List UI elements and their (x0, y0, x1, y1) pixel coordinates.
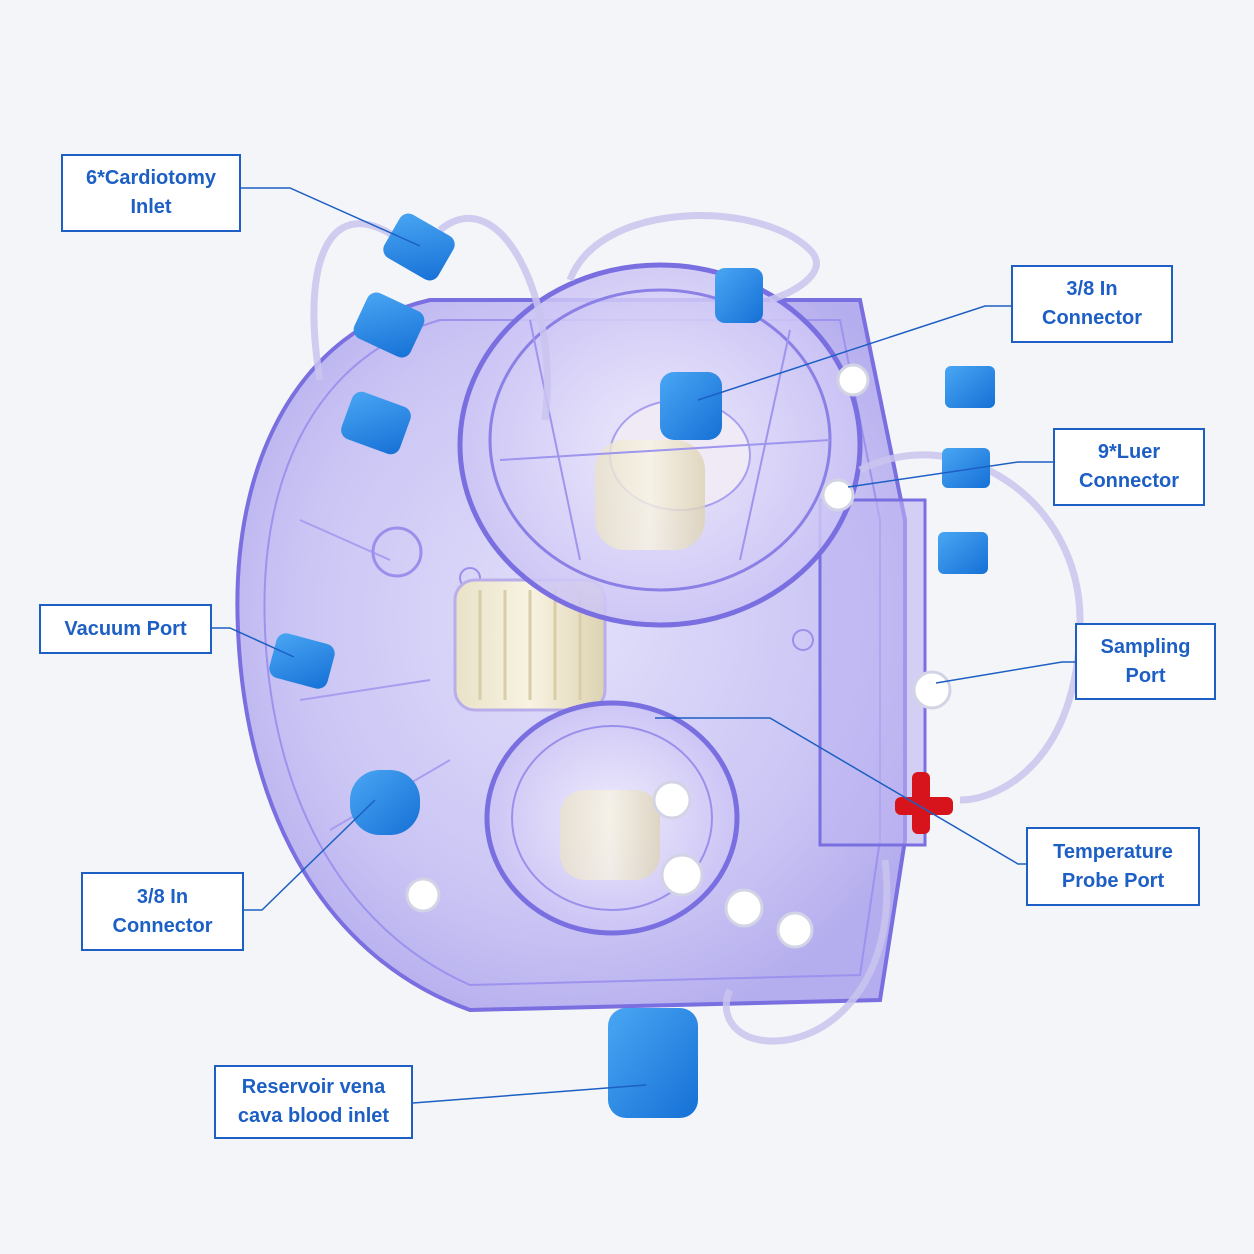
left-connector-cap (350, 770, 420, 835)
label-connector-left-line-1: 3/8 In (136, 885, 189, 908)
label-luer-connector: 9*Luer Connector (1053, 428, 1205, 506)
leader-cardiotomy (240, 187, 421, 247)
cardiotomy-chamber (457, 262, 863, 628)
label-temperature-line-2: Probe Port (1061, 869, 1165, 892)
vacuum-cap (269, 633, 335, 689)
luer-cap-2 (942, 448, 990, 488)
leader-connector-top (697, 305, 1012, 401)
leader-sampling (935, 661, 1076, 684)
red-stopcock (895, 772, 953, 834)
label-temperature-probe-port: Temperature Probe Port (1026, 827, 1200, 906)
label-vacuum-line-1: Vacuum Port (64, 617, 187, 640)
leader-lines (211, 187, 1076, 1104)
label-connector-top: 3/8 In Connector (1011, 265, 1173, 343)
leader-luer (847, 461, 1054, 488)
vena-cava-cap (608, 1008, 698, 1118)
leader-vacuum (211, 627, 295, 658)
leader-vena-cava (412, 1084, 647, 1104)
label-cardiotomy-line-2: Inlet (130, 196, 172, 218)
blue-caps (269, 213, 995, 1118)
luer-cap-3 (938, 532, 988, 574)
label-vena-cava-inlet: Reservoir vena cava blood inlet (214, 1065, 413, 1139)
leader-connector-left (243, 799, 376, 911)
label-vacuum-port: Vacuum Port (39, 604, 212, 654)
label-vena-cava-line-2: cava blood inlet (237, 1105, 390, 1127)
label-connector-top-line-1: 3/8 In (1066, 278, 1118, 300)
label-sampling-line-1: Sampling (1100, 635, 1191, 658)
label-vena-cava-line-1: Reservoir vena (241, 1076, 386, 1098)
label-luer-line-2: Connector (1079, 470, 1179, 492)
label-temperature-line-1: Temperature (1053, 840, 1173, 863)
label-sampling-line-2: Port (1125, 664, 1166, 687)
label-cardiotomy-inlet: 6*Cardiotomy Inlet (61, 154, 241, 232)
luer-cap-1 (945, 366, 995, 408)
center-connector-cap (660, 372, 722, 440)
label-connector-left-line-2: Connector (112, 914, 213, 937)
cardiotomy-cap-2 (353, 292, 425, 358)
cardiotomy-cap-1 (383, 213, 455, 281)
top-cap (715, 268, 763, 323)
cardiotomy-cap-3 (341, 391, 411, 455)
label-connector-top-line-2: Connector (1042, 307, 1142, 329)
label-luer-line-1: 9*Luer (1097, 441, 1161, 463)
white-luer-caps (405, 363, 952, 949)
label-sampling-port: Sampling Port (1075, 623, 1216, 700)
label-connector-left: 3/8 In Connector (81, 872, 244, 951)
label-cardiotomy-line-1: 6*Cardiotomy (85, 167, 217, 189)
venous-chamber (484, 700, 740, 936)
leader-temperature (655, 717, 1027, 865)
